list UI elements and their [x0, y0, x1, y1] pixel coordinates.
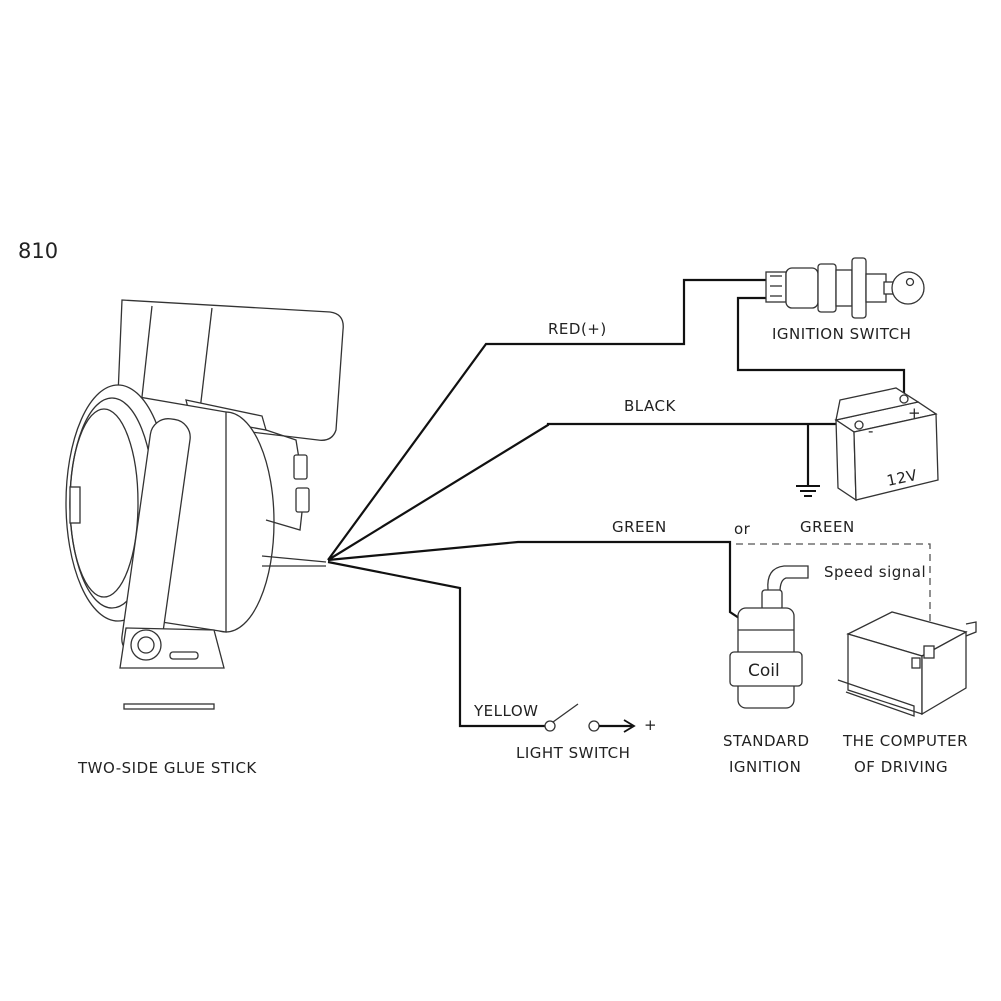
- yellow-wire-label: YELLOW: [473, 702, 538, 720]
- gauge-illustration: [65, 299, 344, 710]
- yellow-wire: [327, 560, 548, 728]
- green-wire-label: GREEN: [612, 518, 667, 536]
- black-wire-label: BLACK: [624, 397, 676, 415]
- key-icon: [883, 271, 925, 305]
- battery-plus-terminal: [899, 394, 909, 404]
- red-wire: [327, 278, 768, 561]
- green-alt-wire-label: GREEN: [800, 518, 855, 536]
- black-wire: [327, 422, 842, 561]
- battery: - + 12V: [834, 387, 939, 502]
- green-alt-wire: [736, 543, 931, 648]
- battery-minus-label: -: [868, 422, 874, 440]
- green-wire: [327, 540, 743, 621]
- computer-label-1: THE COMPUTER: [842, 732, 968, 750]
- coil-label: Coil: [748, 661, 780, 681]
- ignition-coil: Coil: [729, 565, 809, 709]
- ignition-switch-label: IGNITION SWITCH: [772, 325, 911, 343]
- ignition-battery-wire: [736, 296, 906, 398]
- standard-ignition-label-2: IGNITION: [729, 758, 801, 776]
- light-switch-plus-label: +: [644, 716, 657, 734]
- glue-stick-label: TWO-SIDE GLUE STICK: [77, 759, 257, 777]
- light-switch-label: LIGHT SWITCH: [516, 744, 630, 762]
- battery-minus-terminal: [854, 420, 864, 430]
- computer-label-2: OF DRIVING: [854, 758, 948, 776]
- or-label: or: [734, 520, 751, 538]
- ground-icon: [796, 485, 820, 497]
- battery-plus-label: +: [908, 404, 921, 422]
- model-number: 810: [18, 239, 58, 263]
- light-switch: [544, 703, 636, 733]
- ignition-switch: [765, 257, 925, 319]
- standard-ignition-label-1: STANDARD: [723, 732, 810, 750]
- red-wire-label: RED(+): [548, 320, 607, 338]
- speed-signal-label: Speed signal: [824, 563, 926, 581]
- driving-computer: [837, 611, 977, 717]
